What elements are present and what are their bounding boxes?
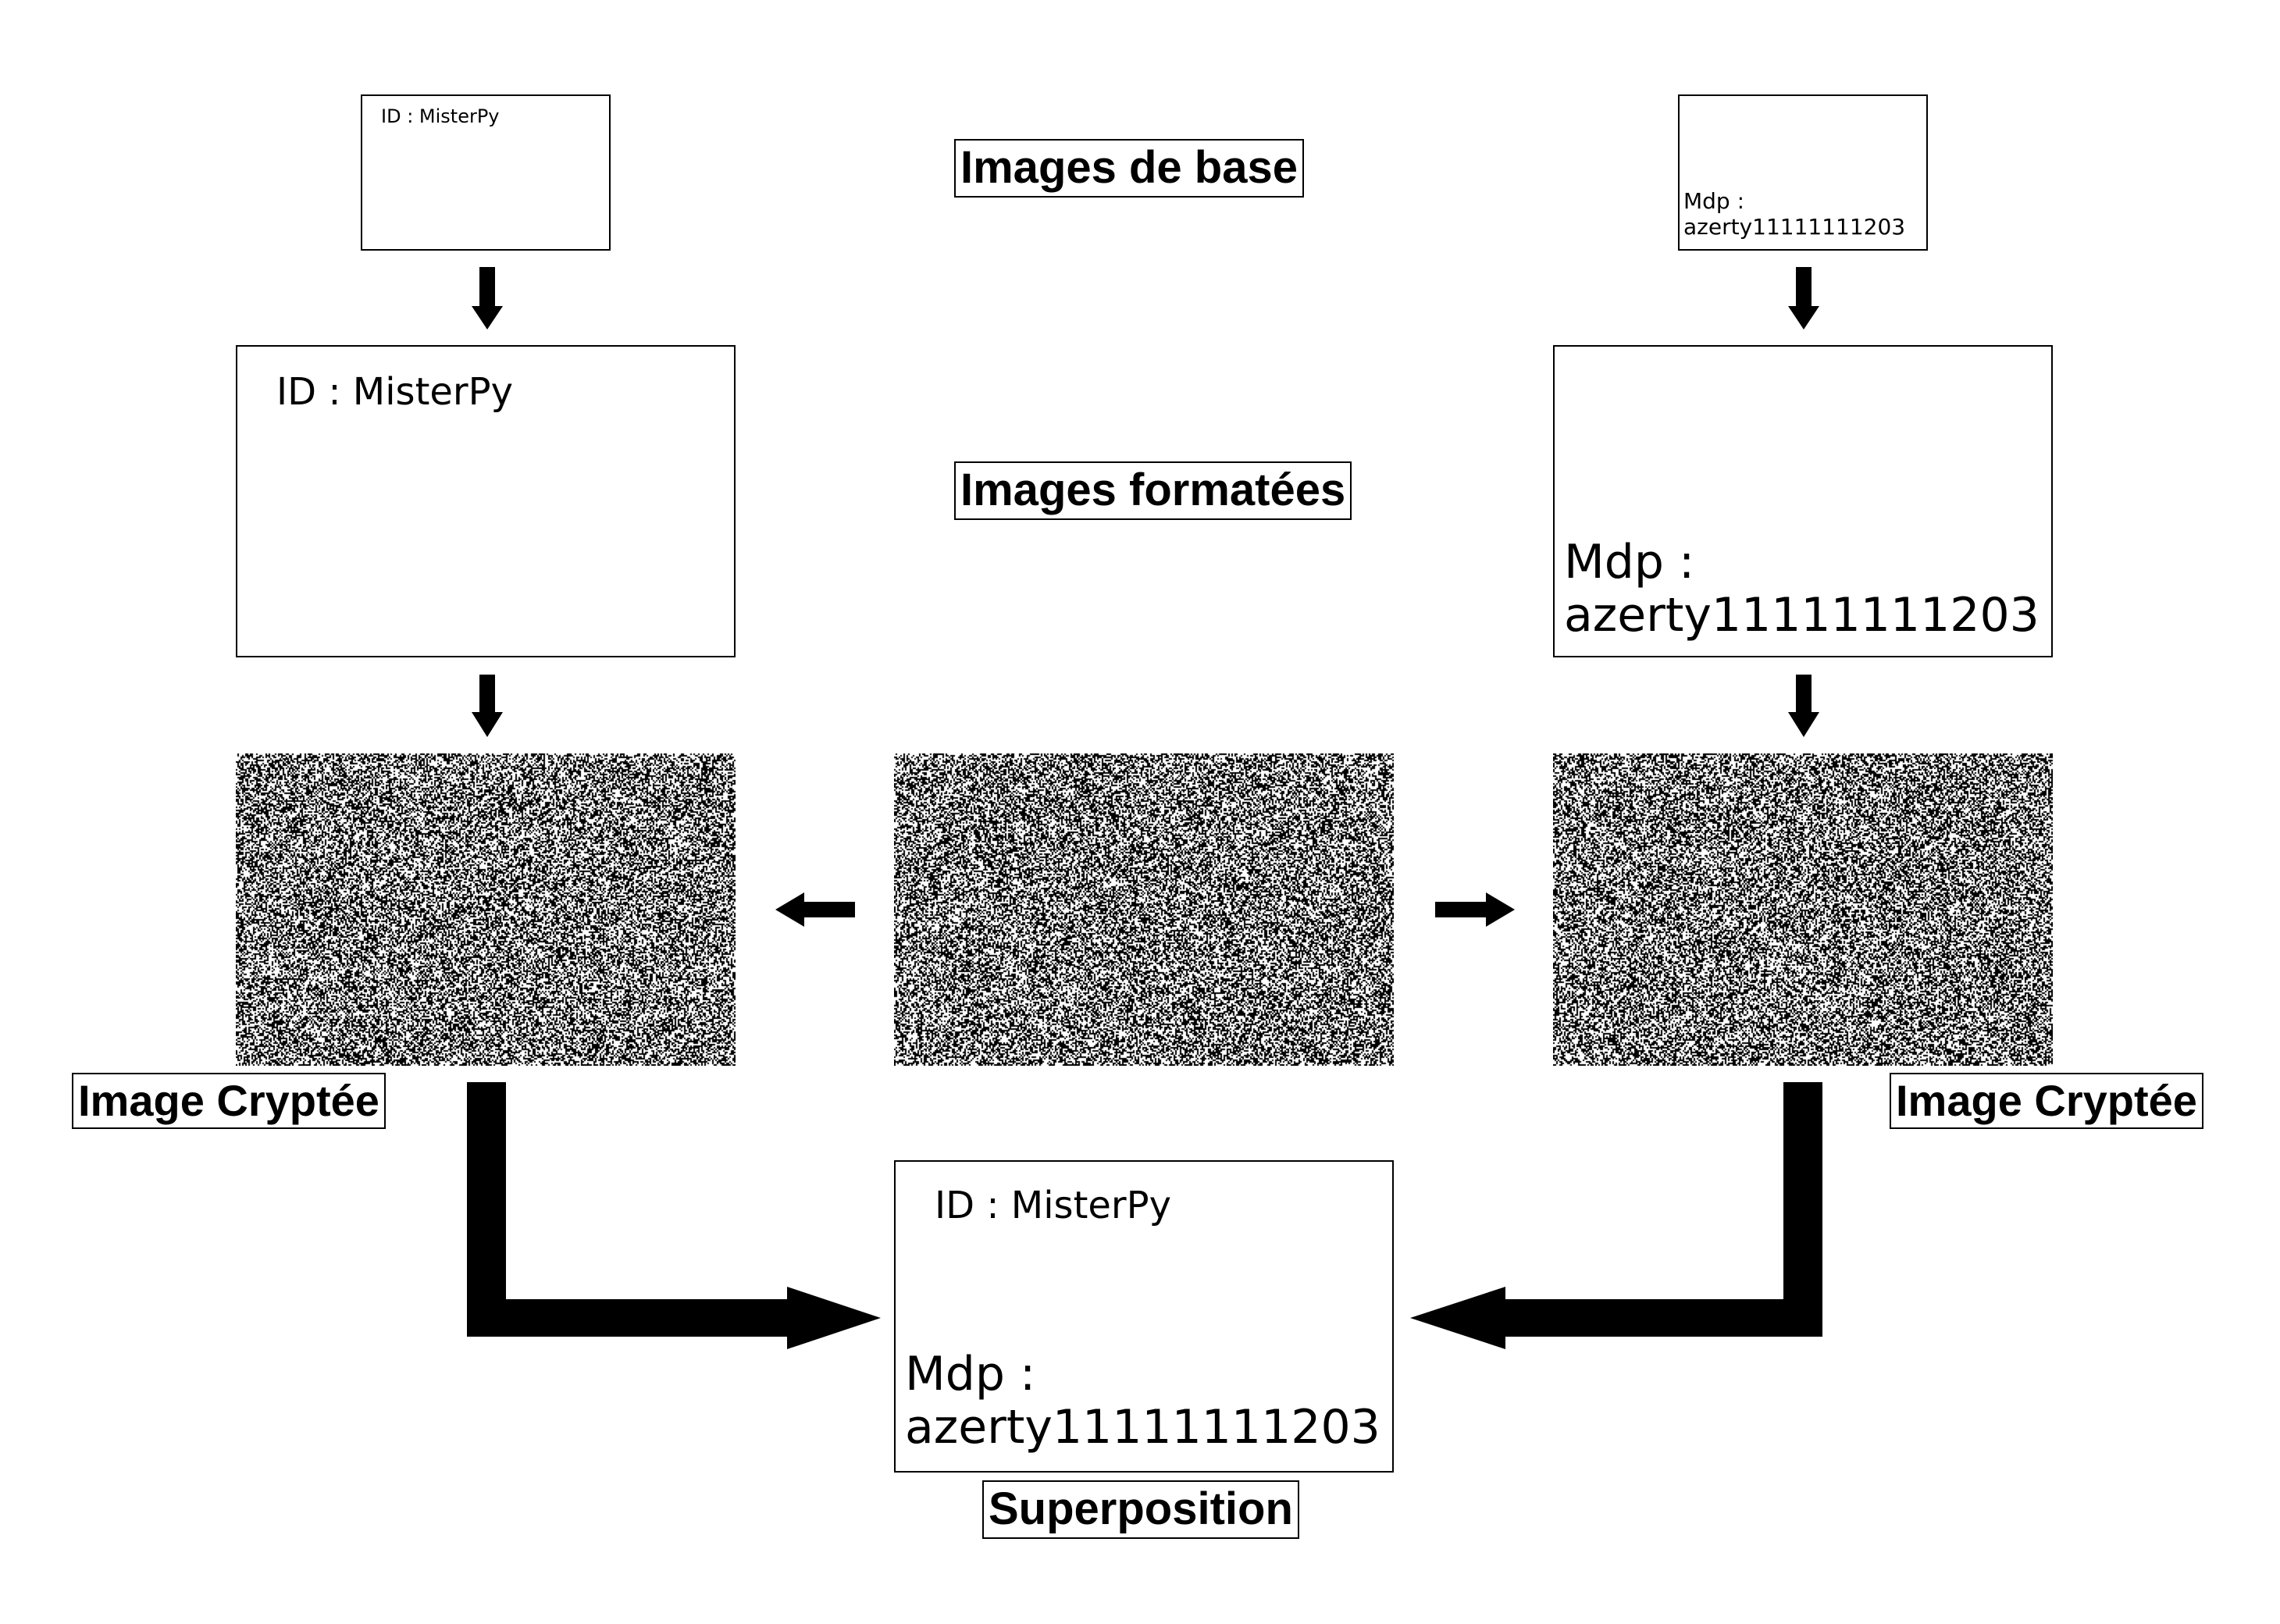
base-image-left-text: ID : MisterPy bbox=[381, 105, 500, 127]
arrow-down-icon bbox=[1788, 267, 1819, 329]
label-images-de-base: Images de base bbox=[954, 139, 1304, 198]
formatted-image-right-text-line1: Mdp : bbox=[1564, 535, 1695, 589]
formatted-image-left: ID : MisterPy bbox=[236, 345, 736, 657]
formatted-image-right: Mdp : azerty11111111203 bbox=[1553, 345, 2053, 657]
base-image-left: ID : MisterPy bbox=[361, 94, 611, 251]
label-superposition: Superposition bbox=[982, 1480, 1299, 1539]
arrow-down-icon bbox=[1788, 675, 1819, 737]
arrow-down-icon bbox=[472, 267, 503, 329]
encrypted-image-right bbox=[1553, 753, 2053, 1066]
arrow-l-left-icon bbox=[1410, 1082, 1822, 1349]
random-key-image bbox=[894, 753, 1394, 1066]
superposition-mdp-line2: azerty11111111203 bbox=[905, 1400, 1380, 1455]
arrow-left-icon bbox=[775, 892, 855, 927]
superposition-mdp-line1: Mdp : bbox=[905, 1347, 1036, 1401]
superposition-image: ID : MisterPy Mdp : azerty11111111203 bbox=[894, 1160, 1394, 1473]
label-image-cryptee-right: Image Cryptée bbox=[1890, 1073, 2203, 1130]
base-image-right: Mdp : azerty11111111203 bbox=[1678, 94, 1928, 251]
arrow-right-icon bbox=[1435, 892, 1515, 927]
formatted-image-left-text: ID : MisterPy bbox=[276, 370, 513, 414]
formatted-image-right-text-line2: azerty11111111203 bbox=[1564, 588, 2040, 643]
arrow-l-right-icon bbox=[467, 1082, 881, 1349]
base-image-right-text-line2: azerty11111111203 bbox=[1683, 214, 1906, 240]
label-images-formatees: Images formatées bbox=[954, 461, 1352, 520]
base-image-right-text-line1: Mdp : bbox=[1683, 188, 1745, 214]
superposition-id-text: ID : MisterPy bbox=[935, 1184, 1171, 1227]
encrypted-image-left bbox=[236, 753, 736, 1066]
arrow-down-icon bbox=[472, 675, 503, 737]
label-image-cryptee-left: Image Cryptée bbox=[72, 1073, 386, 1130]
